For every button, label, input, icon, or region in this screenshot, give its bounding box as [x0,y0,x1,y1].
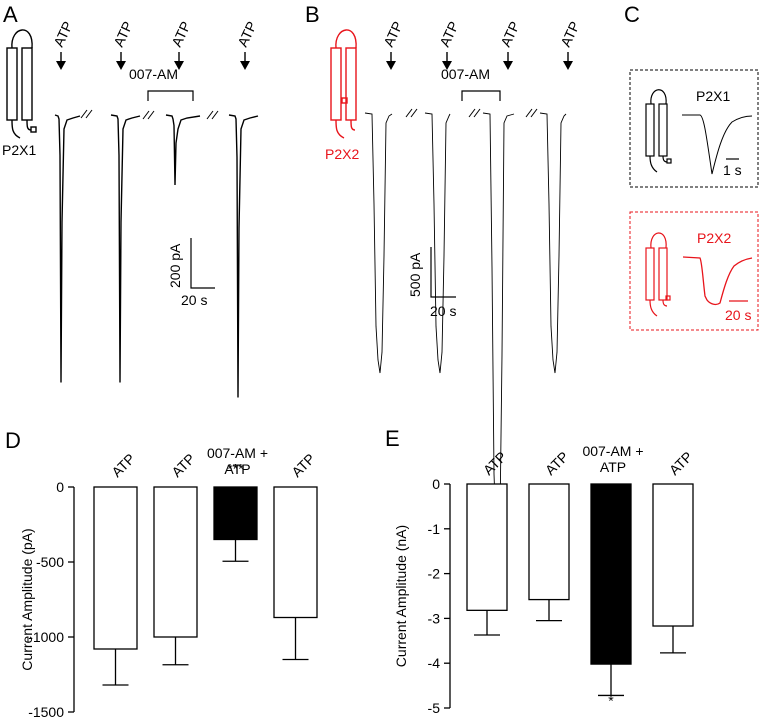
panel-a-arrow-label-4: ATP [234,19,260,50]
panel-a-drug-label: 007-AM [129,66,178,82]
inset-p2x2-scale-x: 20 s [725,307,751,323]
panel-e-bar-4 [652,483,694,654]
panel-b-scale-x: 20 s [430,303,456,319]
panel-d-bar-1 [93,486,138,686]
panel-c-inset-p2x2 [629,211,759,331]
panel-d-label: D [5,428,21,453]
panel-b-arrow-1: ATP [380,19,406,70]
panel-e-bar-3 [590,483,632,697]
panel-a-sweep-4 [228,114,259,398]
inset-p2x1-scale-x: 1 s [723,162,742,178]
panel-b-break-1 [405,108,418,118]
panel-b-arrow-4: ATP [557,19,583,70]
panel-e-ytick-label: -3 [428,610,441,626]
panel-d-bar-2 [153,486,198,666]
inset-p2x1-receptor-icon [645,89,672,173]
panel-d-ytick-label: 0 [56,479,64,495]
panel-c-inset-p2x1 [629,69,759,188]
panel-b-receptor-label: P2X2 [325,146,359,162]
panel-a-scale-y: 200 pA [167,243,183,288]
panel-d-y-axis-label: Current Amplitude (pA) [19,528,35,670]
panel-d-ytick-label: -500 [36,554,64,570]
panel-a-stimulus-arrows: ATP ATP ATP ATP [50,19,260,70]
panel-b-drug-bar [461,90,501,101]
panel-d-bar-chart: 0 -500 -1000 -1500 Current Amplitude (pA) ATP… [19,445,318,719]
panel-b-scale-bar [430,247,456,298]
panel-a-arrow-label-3: ATP [168,19,194,50]
panel-b-sweep-4 [539,112,567,374]
panel-e-ytick-label: -5 [428,700,441,716]
panel-b-break-3 [525,108,538,118]
panel-e-significance-3: * [608,692,614,708]
panel-e-ytick-label: -4 [428,655,441,671]
panel-a-break-1 [80,109,93,119]
panel-e-category-label-1: ATP [480,448,510,478]
panel-b-label: B [305,2,320,27]
panel-a-drug-bar [147,90,194,101]
panel-b-arrow-2: ATP [436,19,462,70]
panel-a-trace [54,109,259,398]
panel-e-ytick-label: 0 [432,476,440,492]
panel-d-category-label-2: ATP [168,450,198,480]
panel-a-receptor-label: P2X1 [2,142,36,158]
panel-d-bar-3 [213,486,258,562]
panel-b-scale-y: 500 pA [407,252,423,297]
panel-e-category-label-4: ATP [666,448,696,478]
panel-a-scale-bar [190,238,215,289]
panel-a-arrow-label-2: ATP [110,19,136,50]
panel-b-sweep-2 [424,112,451,374]
inset-p2x2-trace [682,256,753,306]
panel-b-break-2 [468,108,481,118]
panel-a-sweep-3 [165,114,201,186]
panel-e-y-axis-label: Current Amplitude (nA) [393,525,409,667]
panel-e-label: E [385,426,400,451]
panel-e-category-label-2: ATP [542,448,572,478]
panel-b-arrow-label-4: ATP [557,19,583,50]
panel-d-category-label-3: 007-AM +ATP [207,445,268,477]
panel-a-arrow-1: ATP [50,19,76,70]
panel-b-arrow-label-3: ATP [497,19,523,50]
panel-a-break-3 [206,110,219,120]
panel-b-sweep-1 [364,112,393,374]
inset-p2x2-receptor-icon [645,232,671,317]
inset-p2x2-label: P2X2 [697,230,731,246]
panel-b-stimulus-arrows: ATP ATP ATP ATP [380,19,583,70]
panel-e-category-label-3: 007-AM +ATP [582,443,643,475]
panel-a-scale-x: 20 s [181,292,207,308]
panel-e-y-axis: 0 -1 -2 -3 -4 -5 [428,476,451,716]
p2x2-receptor-icon [330,29,357,139]
panel-e-ytick-label: -1 [428,521,441,537]
inset-p2x1-label: P2X1 [696,88,730,104]
panel-c-label: C [624,2,640,27]
panel-d-category-label-1: ATP [108,450,138,480]
panel-d-category-label-4: ATP [288,450,318,480]
panel-d-bar-4 [273,486,318,661]
panel-e-bar-2 [528,483,570,622]
panel-a-arrow-3: ATP [168,19,194,70]
panel-d-ytick-label: -1500 [28,704,64,719]
panel-d-significance-3: *** [227,460,244,476]
panel-e-bar-chart: 0 -1 -2 -3 -4 -5 Current Amplitude (nA) ATP ATP *… [393,443,696,716]
panel-a-label: A [3,2,18,27]
panel-d-y-axis: 0 -500 -1000 -1500 [28,479,75,719]
panel-b-drug-label: 007-AM [441,66,490,82]
panel-a-arrow-2: ATP [110,19,136,70]
panel-a-break-2 [142,110,155,120]
panel-b-arrow-label-1: ATP [380,19,406,50]
panel-b-arrow-label-2: ATP [436,19,462,50]
inset-p2x1-trace [682,114,753,175]
panel-e-bar-1 [466,483,508,636]
panel-a-sweep-2 [110,114,141,383]
p2x1-receptor-icon [6,29,37,139]
panel-e-ytick-label: -2 [428,566,441,582]
panel-d-ytick-label: -1000 [28,629,64,645]
panel-a-arrow-label-1: ATP [50,19,76,50]
panel-b-arrow-3: ATP [497,19,523,70]
panel-a-arrow-4: ATP [234,19,260,70]
panel-a-sweep-1 [54,114,81,383]
